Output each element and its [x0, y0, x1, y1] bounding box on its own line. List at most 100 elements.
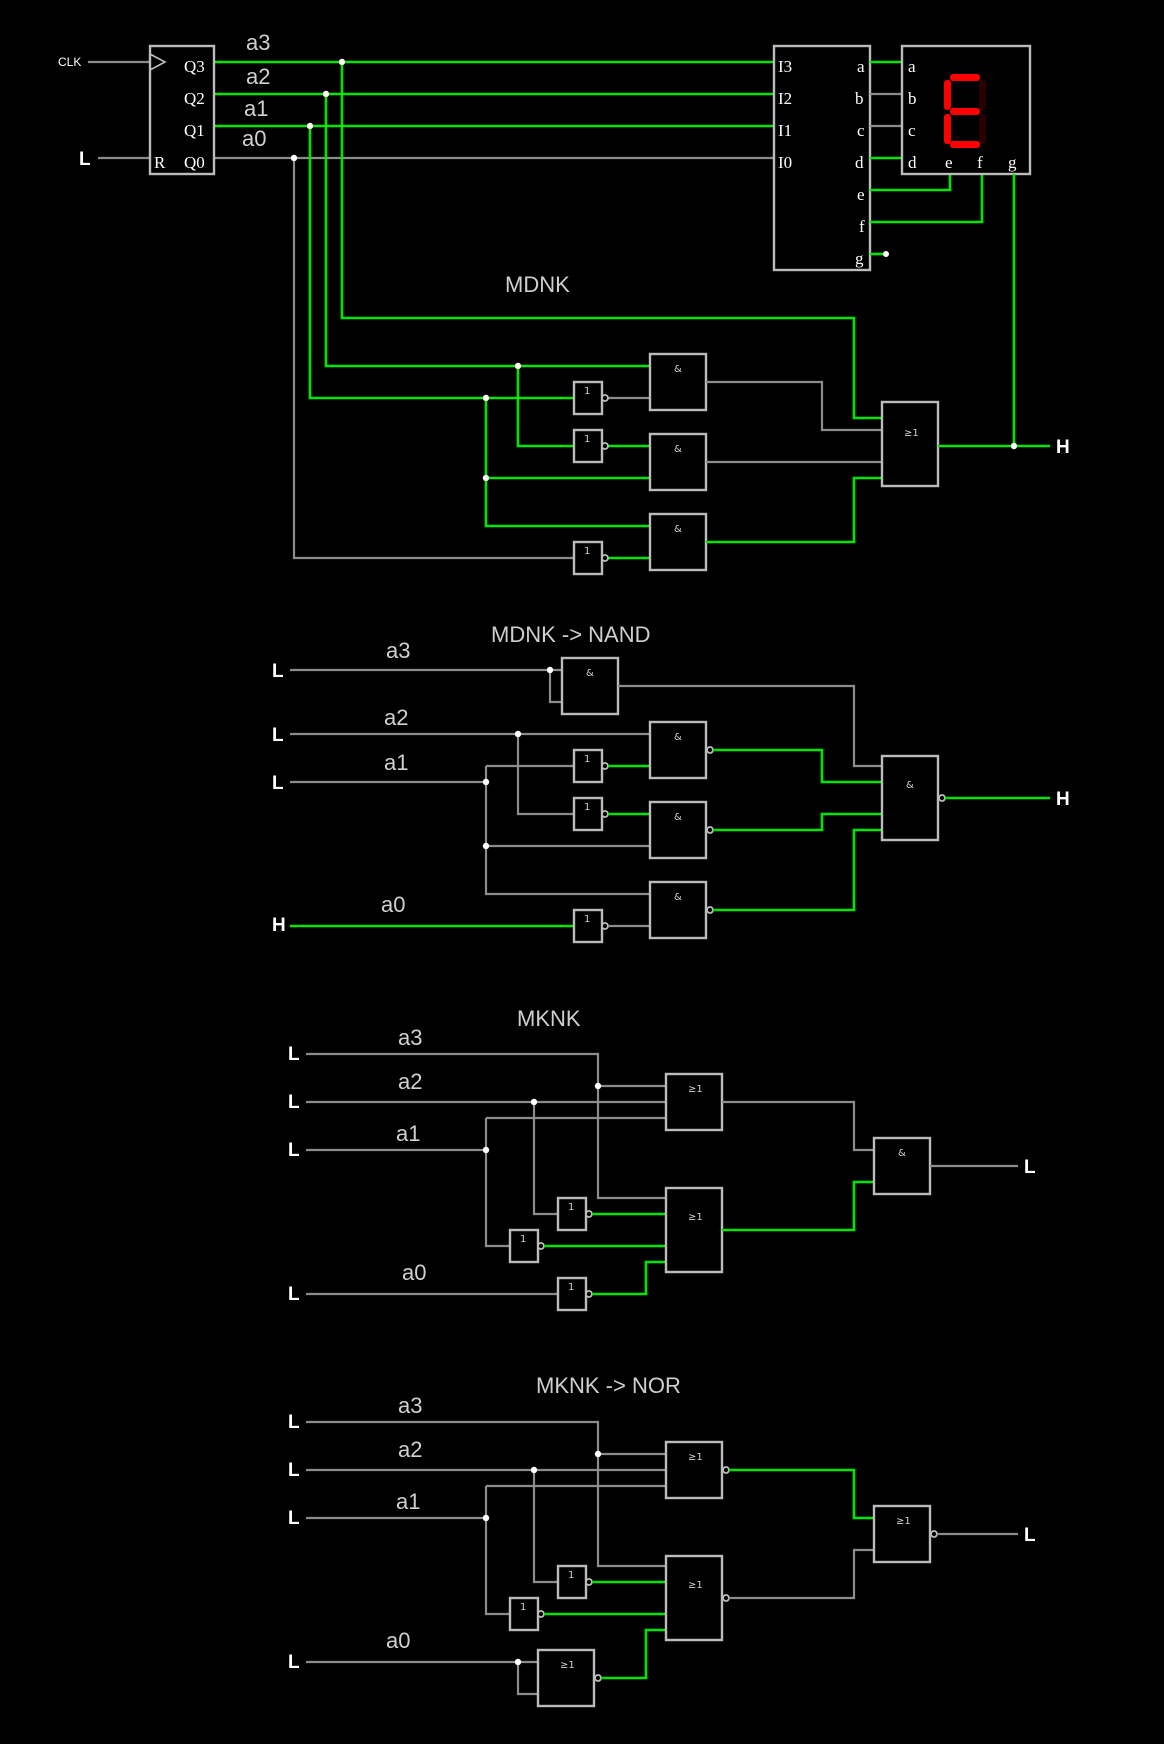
display-pin-d: d	[908, 153, 917, 172]
mdnk-and-gate-2	[648, 432, 708, 492]
nor-input-a0-level[interactable]: L	[288, 1652, 300, 1673]
decoder-section: I3 I2 I1 I0 a b c d e f g	[772, 44, 984, 272]
nand-gate-top	[560, 656, 620, 716]
nand-gate-final	[880, 754, 940, 842]
signal-label-a0: a0	[242, 126, 266, 151]
nand-label-a0: a0	[381, 892, 405, 917]
svg-text:≥1: ≥1	[560, 1660, 575, 1671]
wire-a3-drop	[340, 62, 882, 420]
wire-a2-drop	[324, 94, 650, 368]
wire-a2-branch	[516, 366, 574, 448]
nand-not-gate-2	[572, 796, 604, 832]
nor-label-a1: a1	[396, 1489, 420, 1514]
svg-text:≥1: ≥1	[688, 1580, 703, 1591]
svg-text:1: 1	[568, 1570, 574, 1581]
mdnk-section: MDNK 1 1 1 & & &	[290, 58, 1070, 576]
mdnk-and-gate-1	[648, 352, 708, 412]
wire-seg-g-endpoint	[883, 251, 889, 257]
nor-input-a2-level[interactable]: L	[288, 1460, 300, 1481]
svg-text:1: 1	[568, 1282, 574, 1293]
svg-text:1: 1	[584, 802, 590, 813]
svg-text:&: &	[898, 1148, 906, 1159]
nand-label-a2: a2	[384, 705, 408, 730]
nand-label-a3: a3	[386, 638, 410, 663]
counter-pin-reset: R	[154, 153, 166, 172]
nand-input-a3-level[interactable]: L	[272, 661, 284, 682]
nor-output-level: L	[1024, 1525, 1036, 1546]
display-pin-c: c	[908, 121, 916, 140]
nor-label-a2: a2	[398, 1437, 422, 1462]
segment-d	[950, 141, 980, 148]
svg-text:&: &	[906, 780, 914, 791]
nor-gate-1	[664, 1440, 724, 1500]
nor-gate-final	[872, 1504, 932, 1564]
svg-text:&: &	[674, 364, 682, 375]
mknk-title: MKNK	[517, 1006, 581, 1031]
signal-label-a1: a1	[244, 96, 268, 121]
nand-title: MDNK -> NAND	[491, 622, 651, 647]
svg-text:1: 1	[520, 1602, 526, 1613]
nand-not-gate-1	[572, 748, 604, 784]
display-pin-a: a	[908, 57, 916, 76]
mknk-or-gate-2	[664, 1186, 724, 1274]
reset-input-level[interactable]: L	[79, 149, 91, 170]
clock-triangle-icon	[149, 53, 167, 71]
svg-text:≥1: ≥1	[904, 428, 919, 439]
counter-pin-q3: Q3	[184, 57, 205, 76]
nand-input-a2-level[interactable]: L	[272, 725, 284, 746]
mknk-label-a2: a2	[398, 1069, 422, 1094]
nand-label-a1: a1	[384, 750, 408, 775]
mknk-label-a0: a0	[402, 1260, 426, 1285]
mknk-input-a2-level[interactable]: L	[288, 1092, 300, 1113]
signal-label-a2: a2	[246, 64, 270, 89]
nor-input-a3-level[interactable]: L	[288, 1412, 300, 1433]
mknk-or-gate-1	[664, 1072, 724, 1132]
counter-pin-q2: Q2	[184, 89, 205, 108]
counter-block	[148, 44, 216, 176]
svg-text:&: &	[586, 668, 594, 679]
mknk-input-a0-level[interactable]: L	[288, 1284, 300, 1305]
display-pin-e: e	[945, 153, 953, 172]
counter-pin-q1: Q1	[184, 121, 205, 140]
nor-gate-a0	[536, 1648, 596, 1708]
segment-e	[944, 114, 951, 144]
svg-text:1: 1	[584, 546, 590, 557]
display-pin-b: b	[908, 89, 917, 108]
mdnk-and-gate-3	[648, 512, 708, 572]
decoder-pin-b: b	[855, 89, 864, 108]
signal-label-a3: a3	[246, 30, 270, 55]
wire-and1-or	[706, 380, 882, 432]
nand-input-a0-level[interactable]: H	[272, 915, 286, 936]
mknk-input-a3-level[interactable]: L	[288, 1044, 300, 1065]
decoder-pin-d: d	[855, 153, 864, 172]
nand-input-a1-level[interactable]: L	[272, 773, 284, 794]
mknk-output-level: L	[1024, 1157, 1036, 1178]
svg-text:≥1: ≥1	[896, 1516, 911, 1527]
nor-input-a1-level[interactable]: L	[288, 1508, 300, 1529]
nor-label-a0: a0	[386, 1628, 410, 1653]
counter-section: CLK L Q3 Q2 Q1 Q0 R a3 a2 a1 a0	[58, 30, 774, 176]
segment-b	[979, 80, 986, 110]
mknk-label-a3: a3	[398, 1025, 422, 1050]
nand-gate-2	[648, 800, 708, 860]
segment-g	[950, 108, 980, 115]
svg-text:1: 1	[584, 914, 590, 925]
decoder-pin-i2: I2	[778, 89, 792, 108]
counter-pin-q0: Q0	[184, 153, 205, 172]
nand-section: MDNK -> NAND L L L H a3 a2 a1 a0 & 1 1	[272, 622, 1070, 944]
display-pin-g: g	[1008, 153, 1017, 172]
nor-section: MKNK -> NOR L L L L a3 a2 a1 a0 1 1 ≥1	[288, 1373, 1036, 1708]
mknk-input-a1-level[interactable]: L	[288, 1140, 300, 1161]
svg-text:1: 1	[568, 1202, 574, 1213]
svg-text:&: &	[674, 732, 682, 743]
nand-output-level: H	[1056, 789, 1070, 810]
mdnk-or-gate	[880, 400, 940, 488]
svg-text:1: 1	[584, 386, 590, 397]
svg-text:&: &	[674, 892, 682, 903]
decoder-pin-a: a	[857, 57, 865, 76]
nor-label-a3: a3	[398, 1393, 422, 1418]
wire-a1-drop	[308, 126, 574, 400]
svg-text:&: &	[674, 524, 682, 535]
decoder-pin-i1: I1	[778, 121, 792, 140]
